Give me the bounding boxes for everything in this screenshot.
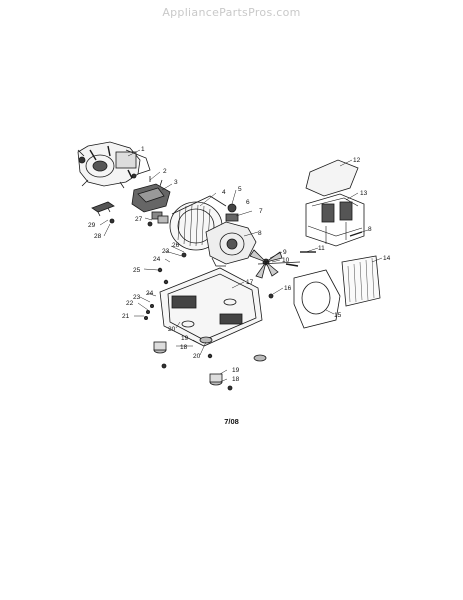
callout-26: 26 [172, 242, 180, 249]
callout-11: 11 [318, 245, 325, 252]
small-hardware [143, 252, 233, 391]
callout-21: 21 [122, 313, 130, 320]
callout-8: 8 [258, 230, 262, 237]
part-8-blower-scroll [205, 221, 257, 267]
callout-28: 28 [94, 233, 102, 240]
callout-22: 22 [126, 300, 134, 307]
callout-24: 24 [146, 290, 154, 297]
callout-20: 20 [168, 326, 176, 333]
callout-17: 17 [246, 279, 254, 286]
part-16-screw [268, 293, 274, 299]
callout-8-right: 8 [368, 226, 372, 233]
callout-3: 3 [174, 179, 178, 186]
part-29-clip [91, 201, 115, 217]
part-15-shroud [293, 269, 341, 329]
part-1-compressor [77, 141, 151, 189]
callout-1: 1 [141, 146, 145, 153]
callout-2: 2 [163, 168, 167, 175]
callout-10: 10 [282, 257, 290, 264]
callout-7: 7 [259, 208, 263, 215]
callout-24-upper: 24 [153, 256, 161, 263]
callout-19: 19 [181, 335, 189, 342]
part-27-fittings [147, 211, 169, 227]
callout-29: 29 [88, 222, 96, 229]
callout-18-lower: 18 [232, 376, 240, 383]
callout-18: 18 [180, 344, 188, 351]
callout-15: 15 [334, 312, 342, 319]
callout-23: 23 [133, 294, 141, 301]
part-8-screw [349, 231, 363, 237]
part-6-shaft-nut [225, 203, 239, 222]
part-3-motor-bracket [131, 176, 171, 213]
part-10-screw [285, 263, 299, 267]
part-28-screw [109, 218, 115, 224]
callout-14: 14 [383, 255, 391, 262]
callout-9: 9 [283, 249, 287, 256]
leader-lines [99, 149, 383, 383]
callout-16: 16 [284, 285, 292, 292]
part-17-base-pan [159, 267, 263, 347]
callout-5: 5 [238, 186, 242, 193]
callout-4: 4 [222, 189, 226, 196]
part-12-filter [305, 159, 359, 197]
part-14-side-panel [341, 255, 381, 307]
callout-labels: 1 2 3 4 5 6 7 8 8 9 10 11 12 13 14 15 16… [88, 146, 391, 383]
callout-25: 25 [133, 267, 141, 274]
callout-20-lower: 20 [193, 353, 201, 360]
part-20-foot [153, 336, 267, 386]
part-9-fan-blade [249, 249, 301, 279]
callout-12: 12 [353, 157, 361, 164]
callout-23-upper: 23 [162, 248, 170, 255]
callout-6: 6 [246, 199, 250, 206]
callout-27: 27 [135, 216, 143, 223]
part-13-evaporator [305, 193, 365, 247]
date-code: 7/08 [224, 417, 239, 426]
callout-13: 13 [360, 190, 368, 197]
callout-19-lower: 19 [232, 367, 240, 374]
site-watermark: AppliancePartsPros.com [162, 6, 301, 19]
